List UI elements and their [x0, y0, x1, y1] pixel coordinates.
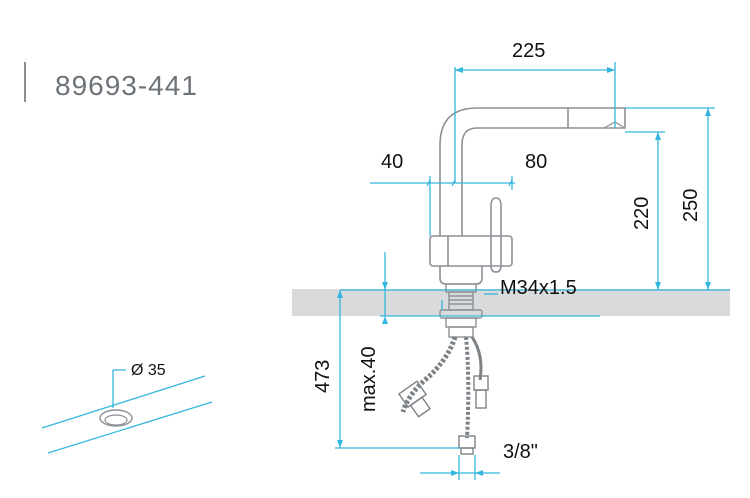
countertop — [292, 289, 730, 316]
dim-offset-right: 80 — [525, 151, 547, 173]
countertop-hole — [99, 409, 133, 427]
supply-hoses — [397, 336, 489, 455]
product-code: 89693-441 — [55, 70, 198, 101]
dim-offset-left: 40 — [381, 151, 403, 173]
dim-outlet-height: 220 — [631, 197, 653, 230]
dimension-lines — [41, 62, 730, 480]
dim-hose-connection: 3/8" — [503, 441, 538, 463]
title-accent-bar — [24, 62, 26, 102]
threaded-stem — [439, 283, 483, 338]
faucet-outline — [429, 107, 626, 285]
dim-below-length: 473 — [312, 360, 334, 393]
dim-reach: 225 — [512, 40, 545, 62]
dim-hole-diameter: Ø 35 — [131, 362, 166, 379]
dim-thread: M34x1.5 — [500, 277, 577, 299]
dim-total-height: 250 — [680, 189, 702, 222]
dim-max-thickness: max.40 — [358, 346, 380, 412]
